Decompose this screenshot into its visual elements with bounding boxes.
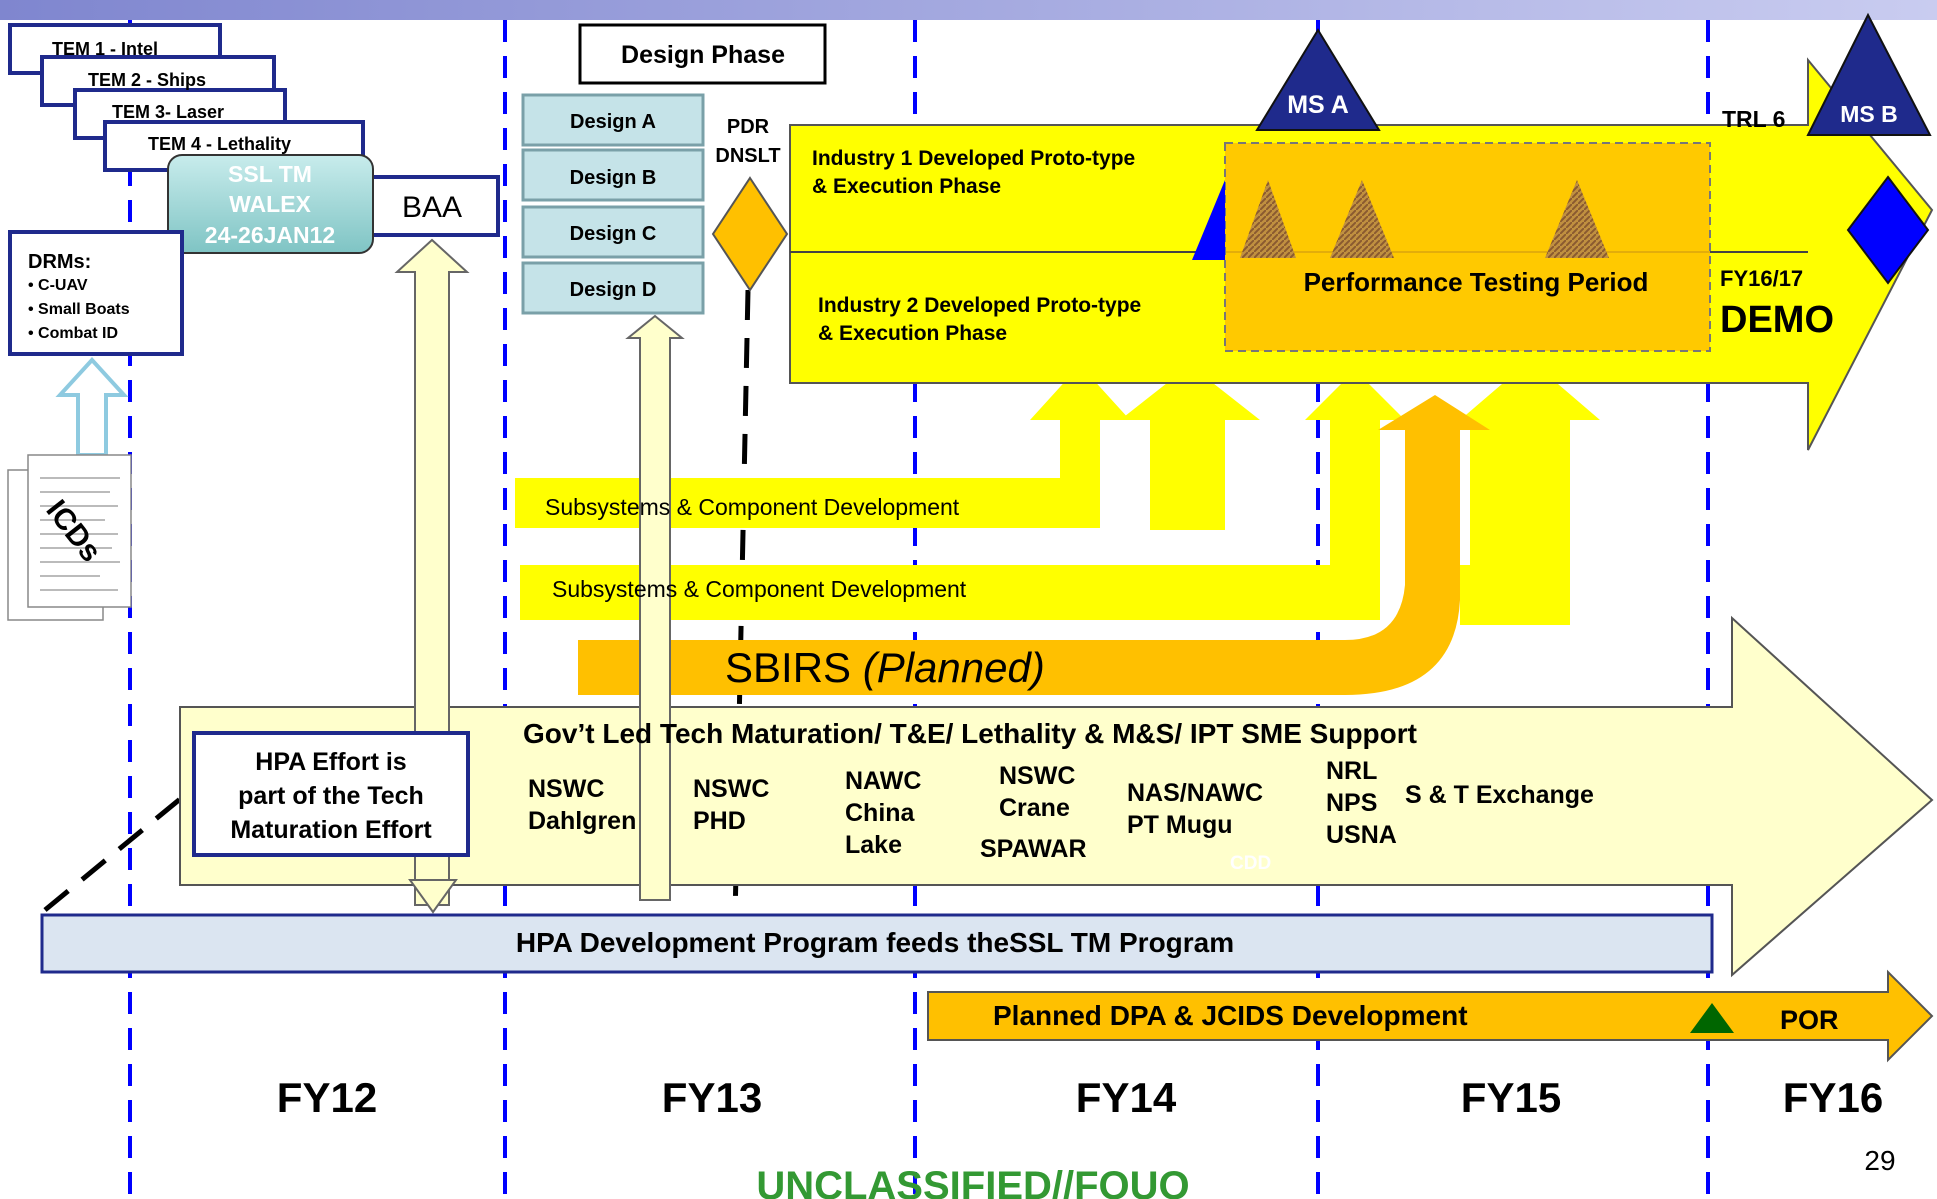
design-phase-box xyxy=(578,23,827,85)
pdr-label: PDR xyxy=(727,116,770,138)
tem-2-label: TEM 2 - Ships xyxy=(88,70,206,90)
drm-item: • Small Boats xyxy=(28,301,130,318)
ms-a-label: MS A xyxy=(1287,91,1349,119)
walex-line-3: 24-26JAN12 xyxy=(205,222,335,248)
baa-label: BAA xyxy=(402,191,462,224)
hpa-development-bar xyxy=(40,913,1714,974)
demo-diamond-icon xyxy=(1846,175,1930,285)
performance-testing-box xyxy=(1224,142,1711,352)
walex-line-2: WALEX xyxy=(229,191,311,217)
classification-label: UNCLASSIFIED//FOUO xyxy=(756,1164,1189,1199)
drms-box xyxy=(8,230,184,356)
por-label: POR xyxy=(1780,1005,1839,1035)
industry-2-line-2: & Execution Phase xyxy=(818,322,1007,345)
trl-label: TRL 6 xyxy=(1722,106,1785,132)
demo-label: DEMO xyxy=(1720,299,1834,341)
hpa-effort-line-1: HPA Effort is xyxy=(255,748,406,776)
demo-year-label: FY16/17 xyxy=(1720,266,1803,291)
tem-4-label: TEM 4 - Lethality xyxy=(148,134,291,154)
hpa-dev-label: HPA Development Program feeds theSSL TM … xyxy=(516,927,1234,958)
lab-nswc-crane: Crane xyxy=(999,794,1070,822)
tem-3-label: TEM 3- Laser xyxy=(112,102,224,122)
lab-nswc-dahlgren: Dahlgren xyxy=(528,807,636,835)
design-c-label: Design C xyxy=(570,223,657,245)
lab-nswc-phd: PHD xyxy=(693,807,746,835)
performance-testing-label: Performance Testing Period xyxy=(1304,267,1649,297)
por-triangle-icon xyxy=(1690,1003,1734,1033)
lab-nawc-china-lake: China xyxy=(845,799,916,827)
design-b-label: Design B xyxy=(570,167,657,189)
lab-nrl: NRL xyxy=(1326,757,1377,785)
govt-led-label: Gov’t Led Tech Maturation/ T&E/ Lethalit… xyxy=(523,718,1417,749)
page-number: 29 xyxy=(1864,1145,1895,1176)
planned-dpa-label: Planned DPA & JCIDS Development xyxy=(993,1000,1468,1031)
lab-nawc-china-lake: NAWC xyxy=(845,767,921,795)
ms-b-label: MS B xyxy=(1840,101,1898,127)
design-a-label: Design A xyxy=(570,111,656,133)
walex-line-1: SSL TM xyxy=(228,161,312,187)
walex-box xyxy=(167,154,374,254)
icd-document-icon xyxy=(7,454,132,621)
drm-item: • Combat ID xyxy=(28,325,118,342)
industry-1-line-1: Industry 1 Developed Proto-type xyxy=(812,147,1135,170)
pdr-diamond-icon xyxy=(711,176,789,292)
fy14-label: FY14 xyxy=(1076,1074,1177,1121)
subsystems-label-1: Subsystems & Component Development xyxy=(545,494,960,520)
tem-1-label: TEM 1 - Intel xyxy=(52,39,158,59)
industry-1-line-2: & Execution Phase xyxy=(812,175,1001,198)
lab-nps: NPS xyxy=(1326,789,1377,817)
baa-down-arrow xyxy=(408,879,458,914)
hpa-effort-line-3: Maturation Effort xyxy=(230,816,432,844)
top-banner xyxy=(0,0,1937,20)
dnslt-label: DNSLT xyxy=(715,145,780,167)
fy15-label: FY15 xyxy=(1461,1074,1561,1121)
blue-triangle-icon xyxy=(1192,180,1225,260)
sbirs-label: SBIRS (Planned) xyxy=(725,644,1045,691)
lab-nswc-crane: NSWC xyxy=(999,762,1075,790)
lab-nas-nawc: NAS/NAWC xyxy=(1127,779,1263,807)
hpa-effort-line-2: part of the Tech xyxy=(238,782,424,810)
design-boxes xyxy=(521,93,705,315)
drm-item: • C-UAV xyxy=(28,277,88,294)
test-triangle-icons xyxy=(1240,180,1609,258)
industry-2-line-1: Industry 2 Developed Proto-type xyxy=(818,294,1141,317)
design-phase-label: Design Phase xyxy=(621,41,785,69)
icd-up-arrow xyxy=(55,357,129,457)
design-up-arrow xyxy=(625,314,685,901)
design-d-label: Design D xyxy=(570,279,657,301)
subsystems-label-2: Subsystems & Component Development xyxy=(552,576,967,602)
lab-usna: USNA xyxy=(1326,821,1397,849)
ms-b-triangle-icon xyxy=(1806,12,1932,136)
fy12-label: FY12 xyxy=(277,1074,377,1121)
lab-nas-nawc: PT Mugu xyxy=(1127,811,1233,839)
lab-nawc-china-lake: Lake xyxy=(845,831,902,859)
lab-nswc-dahlgren: NSWC xyxy=(528,775,604,803)
lab-spawar: SPAWAR xyxy=(980,835,1087,863)
fy16-label: FY16 xyxy=(1783,1074,1883,1121)
hpa-effort-box xyxy=(192,731,470,857)
cdd-label: CDD xyxy=(1230,853,1271,874)
planned-dpa-arrow xyxy=(927,969,1934,1063)
st-exchange-label: S & T Exchange xyxy=(1405,781,1594,809)
ms-a-triangle-icon xyxy=(1255,28,1381,131)
drms-title: DRMs: xyxy=(28,251,91,273)
lab-nswc-phd: NSWC xyxy=(693,775,769,803)
fy13-label: FY13 xyxy=(662,1074,762,1121)
